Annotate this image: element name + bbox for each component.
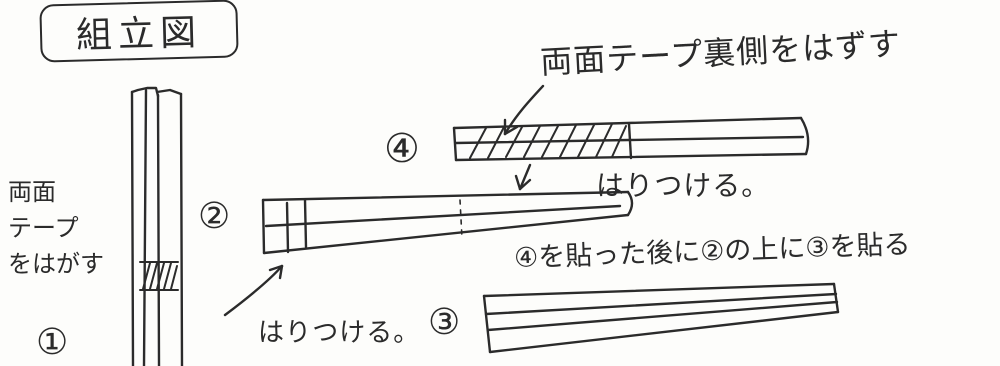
page-title: 組立図 [75, 12, 203, 57]
part-1-tape-hatch [139, 261, 179, 291]
leader-arrow-tape [503, 84, 545, 136]
attach-label-top: はりつける。 [596, 169, 771, 202]
down-arrow-4-to-2 [514, 163, 532, 191]
part-4-tape-hatch [469, 123, 627, 159]
part-1-vertical-stick [130, 86, 184, 366]
step-1-marker: ① [36, 322, 70, 363]
peel-tape-line-3: をはがす [8, 250, 104, 278]
peel-tape-label: 両面 テープ をはがす [8, 174, 104, 282]
peel-tape-line-2: テープ [8, 214, 79, 242]
step-3-marker: ③ [428, 302, 462, 343]
step-2-marker: ② [198, 196, 232, 237]
title-frame: 組立図 [39, 0, 239, 63]
part-3-stick [482, 282, 840, 354]
part-2-stick [261, 190, 634, 255]
leader-arrow-attach [223, 264, 284, 317]
peel-tape-line-1: 両面 [8, 178, 56, 206]
attach-label-bottom: はりつける。 [258, 318, 421, 348]
step-4-marker: ④ [384, 126, 421, 172]
